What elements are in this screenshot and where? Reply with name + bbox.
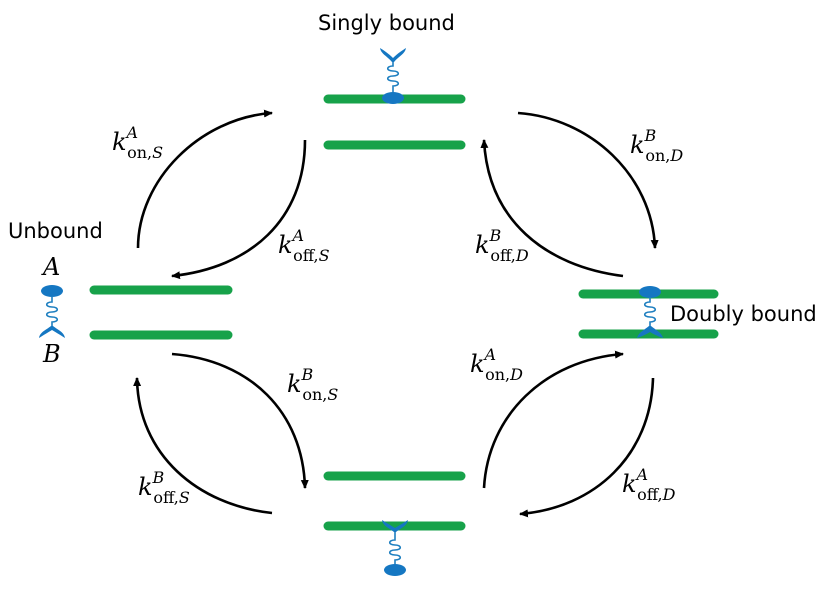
linker-molecule-doubly-bound: [637, 286, 663, 338]
y-head-icon: [637, 326, 663, 338]
arrow-unbound-to-singly-b: [171, 352, 309, 489]
y-head-icon: [382, 520, 408, 532]
membrane-pair-bottom: [323, 471, 466, 531]
spring-linker-icon: [45, 296, 59, 326]
arrow-singly-b-to-doubly: [482, 350, 624, 489]
linker-molecule-singly-bound-b: [382, 520, 408, 576]
doubly-bound-label: Doubly bound: [670, 302, 817, 326]
unbound-label: Unbound: [8, 219, 103, 243]
arrow-unbound-to-singly-a: [136, 109, 273, 249]
membrane-pair-top: [323, 94, 466, 150]
arrow-singly-a-to-doubly: [517, 111, 659, 249]
y-head-icon: [39, 326, 65, 338]
ellipse-head-icon: [384, 564, 406, 576]
linker-molecule-unbound: [39, 285, 65, 338]
ellipse-head-icon: [382, 92, 404, 104]
arrow-singly-a-to-unbound: [171, 139, 307, 280]
membrane-pair-left: [89, 285, 233, 340]
end-a-label: A: [41, 253, 60, 281]
end-b-label: B: [42, 340, 61, 368]
ellipse-head-icon: [41, 285, 63, 297]
spring-linker-icon: [386, 62, 400, 94]
arrow-doubly-to-singly-a: [480, 139, 624, 278]
y-head-icon: [380, 48, 406, 62]
ellipse-head-icon: [639, 286, 661, 298]
arrow-singly-b-to-unbound: [133, 377, 273, 515]
spring-linker-icon: [388, 532, 402, 566]
arrow-doubly-to-singly-b: [519, 377, 655, 518]
linker-molecule-singly-bound-a: [380, 48, 406, 104]
spring-linker-icon: [643, 297, 657, 327]
singly-bound-label: Singly bound: [318, 11, 455, 35]
